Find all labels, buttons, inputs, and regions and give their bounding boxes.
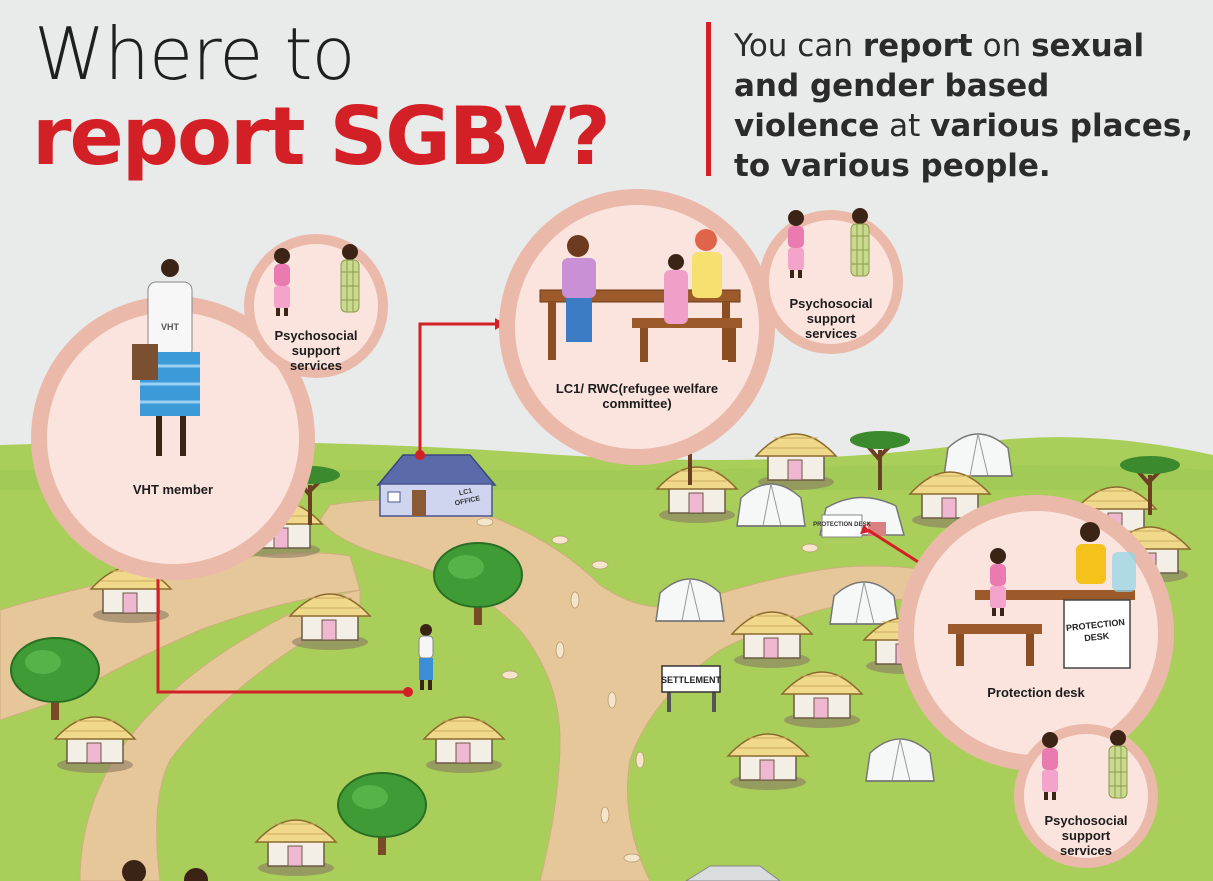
subtitle: You can report on sexual and gender base… bbox=[734, 26, 1204, 186]
svg-text:SETTLEMENT: SETTLEMENT bbox=[661, 675, 722, 685]
lc1-rwc-circle bbox=[499, 189, 775, 465]
label-protection-desk: Protection desk bbox=[987, 685, 1085, 700]
svg-text:PROTECTION DESK: PROTECTION DESK bbox=[813, 522, 871, 528]
title-line-1: Where to bbox=[34, 12, 356, 96]
subtitle-part: report bbox=[862, 28, 973, 64]
settlement-sign: SETTLEMENT bbox=[661, 665, 722, 712]
label-psychosocial-3: Psychosocial support services bbox=[1044, 813, 1128, 858]
psychosocial-circle-2 bbox=[759, 207, 903, 354]
subtitle-part: various places, to various people. bbox=[734, 108, 1194, 184]
svg-text:VHT: VHT bbox=[161, 322, 180, 332]
vht-member-circle: VHT bbox=[31, 259, 315, 580]
title-divider bbox=[706, 22, 711, 176]
label-psychosocial-2: Psychosocial support services bbox=[789, 296, 873, 341]
protection-desk-tent: PROTECTION DESK bbox=[813, 496, 905, 538]
walking-vht-person bbox=[418, 624, 434, 690]
psychosocial-circle-1 bbox=[244, 234, 388, 378]
lc1-office-building: LC1OFFICE bbox=[376, 454, 497, 517]
title-line-2: report SGBV? bbox=[32, 90, 611, 183]
subtitle-part: at bbox=[879, 108, 931, 144]
subtitle-part: sexual and gender based violence bbox=[734, 28, 1145, 144]
label-psychosocial-1: Psychosocial support services bbox=[274, 328, 358, 373]
protection-desk-circle: PROTECTIONDESK bbox=[898, 495, 1174, 771]
subtitle-part: on bbox=[972, 28, 1032, 64]
psychosocial-circle-3 bbox=[1014, 724, 1158, 868]
subtitle-part: You can bbox=[734, 28, 863, 64]
label-lc1-rwc: LC1/ RWC(refugee welfare committee) bbox=[555, 381, 719, 411]
label-vht-member: VHT member bbox=[132, 482, 214, 497]
